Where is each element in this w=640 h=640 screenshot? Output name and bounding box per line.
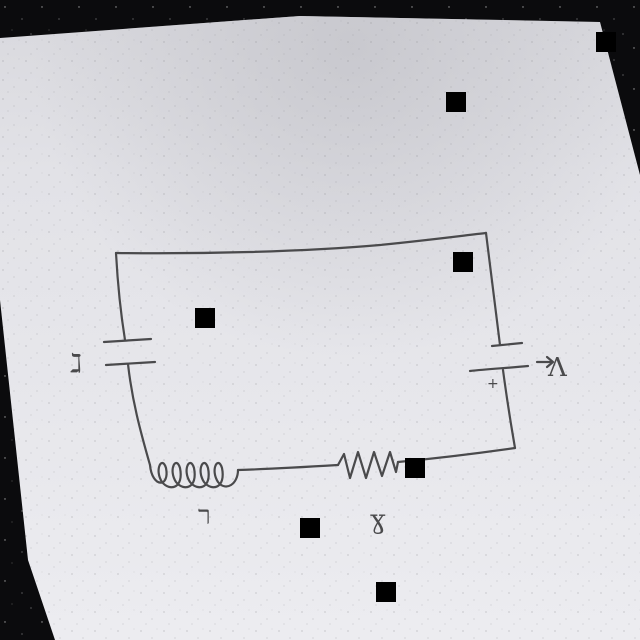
dead-pixel-artifacts [195,32,616,602]
wire-top [114,231,488,255]
battery-symbol [468,341,555,373]
wire-left-upper [114,251,127,342]
wire-bottom-middle [236,463,340,472]
wire-right-lower [501,368,517,450]
inductor-label: ר [198,501,211,531]
resistor-label: ɣ [370,505,386,535]
circuit-diagram [114,231,517,472]
wire-left-lower [126,362,152,467]
resistor-symbol [336,450,400,480]
inductor-symbol [148,461,240,489]
battery-polarity-mark: + [487,376,499,392]
battery-label: Λ [547,353,568,383]
capacitor-label: ℷ [70,349,82,379]
paper-speckle [0,16,640,640]
capacitor-symbol [102,337,157,367]
wire-right-upper [484,231,502,347]
